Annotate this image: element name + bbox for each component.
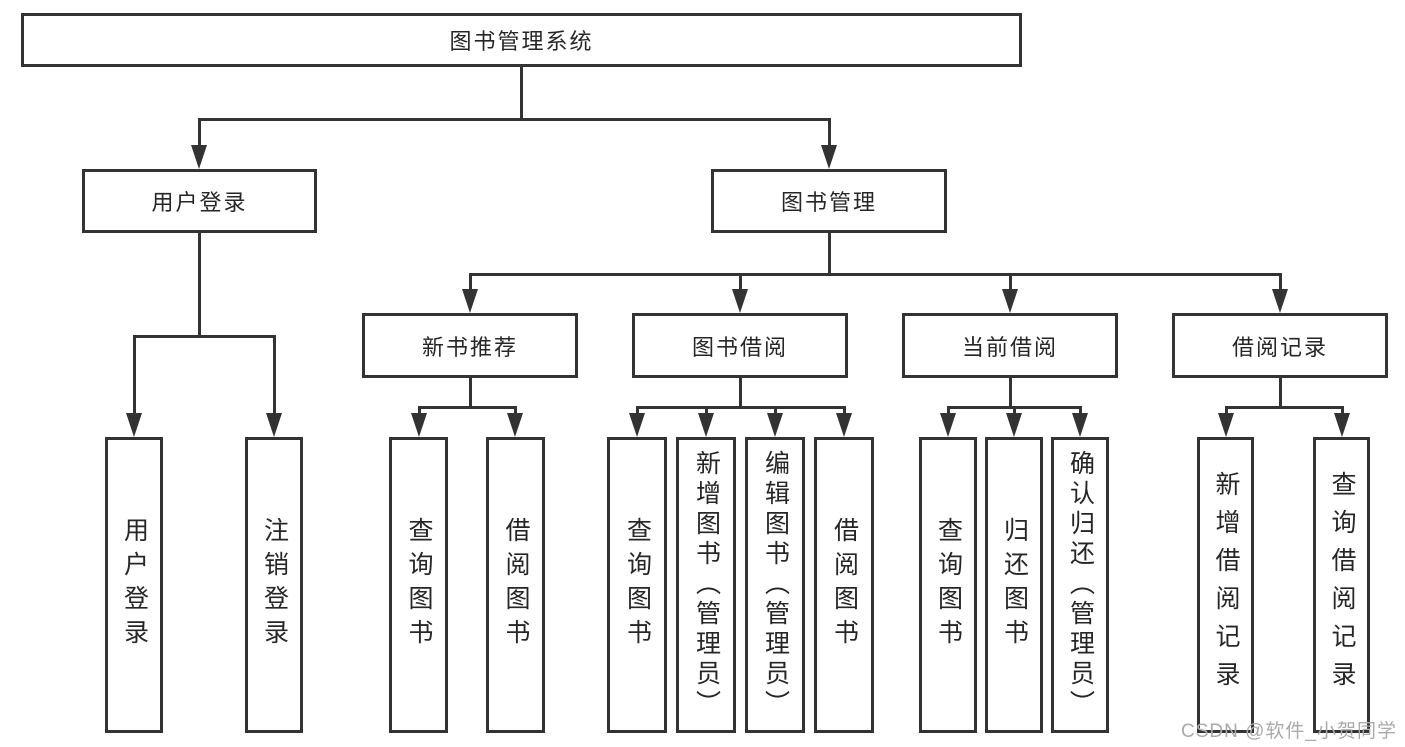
arrow-down-icon [266,413,282,437]
connector-line [133,335,276,338]
leaf-label: 借阅图书 [830,517,859,653]
connector-line [1009,378,1012,406]
arrow-down-icon [767,413,783,437]
leaf-label: 查询图书 [623,517,652,653]
node-user-login: 用户登录 [82,169,317,233]
connector-line [469,378,472,406]
connector-line [636,406,639,415]
leaf-query-book-borrowing: 查询图书 [607,437,667,733]
connector-line [705,406,708,415]
watermark: CSDN @软件_小贺同学 [1181,721,1397,742]
connector-line [418,406,421,415]
leaf-logout: 注销登录 [245,437,303,733]
connector-line [1009,273,1012,291]
leaf-query-borrow-record: 查询借阅记录 [1313,437,1370,733]
leaf-return-book: 归还图书 [985,437,1043,733]
connector-line [1079,406,1082,415]
leaf-add-borrow-record: 新增借阅记录 [1197,437,1254,733]
arrow-down-icon [940,413,956,437]
connector-line [739,273,742,291]
arrow-down-icon [821,145,837,169]
connector-line [1279,378,1282,406]
node-current-borrowing: 当前借阅 [902,313,1118,378]
leaf-edit-book-admin: 编辑图书（管理员） [745,437,805,733]
connector-line [198,233,201,335]
connector-line [739,378,742,406]
arrow-down-icon [1218,413,1234,437]
arrow-down-icon [836,413,852,437]
leaf-label: 确认归还（管理员） [1066,450,1095,720]
connector-line [198,118,201,146]
leaf-add-book-admin: 新增图书（管理员） [676,437,736,733]
node-label: 借阅记录 [1231,334,1328,360]
node-borrowing-records: 借阅记录 [1172,313,1388,378]
leaf-label: 查询图书 [405,517,433,653]
leaf-label: 新增借阅记录 [1212,471,1240,699]
arrow-down-icon [732,289,748,313]
arrow-down-icon [411,413,427,437]
node-library-management-system: 图书管理系统 [21,13,1022,67]
connector-line [828,233,831,273]
arrow-down-icon [1002,289,1018,313]
connector-line [133,335,136,415]
connector-line [1279,273,1282,291]
connector-line [636,406,846,409]
connector-line [198,118,831,121]
leaf-query-book-current: 查询图书 [919,437,977,733]
node-label: 图书管理系统 [449,29,594,54]
arrow-down-icon [191,145,207,169]
connector-line [418,406,517,409]
node-label: 当前借阅 [961,334,1058,360]
node-label: 图书管理 [780,190,877,215]
arrow-down-icon [507,413,523,437]
connector-line [774,406,777,415]
leaf-label: 新增图书（管理员） [692,450,721,720]
connector-line [947,406,950,415]
arrow-down-icon [698,413,714,437]
leaf-borrow-book-recommend: 借阅图书 [486,437,545,733]
arrow-down-icon [1006,413,1022,437]
connector-line [843,406,846,415]
connector-line [520,67,523,118]
arrow-down-icon [126,413,142,437]
leaf-label: 查询借阅记录 [1328,471,1356,699]
connector-line [1225,406,1344,409]
leaf-borrow-book: 借阅图书 [814,437,874,733]
connector-line [469,273,472,291]
leaf-confirm-return-admin: 确认归还（管理员） [1051,437,1109,733]
leaf-user-login: 用户登录 [105,437,163,733]
arrow-down-icon [1272,289,1288,313]
leaf-label: 用户登录 [120,517,149,653]
node-label: 用户登录 [151,190,248,215]
leaf-label: 查询图书 [934,517,963,653]
node-label: 图书借阅 [691,334,788,360]
connector-line [514,406,517,415]
connector-line [1013,406,1016,415]
connector-line [1341,406,1344,415]
node-label: 新书推荐 [421,334,518,360]
leaf-label: 编辑图书（管理员） [761,450,790,720]
connector-line [1225,406,1228,415]
arrow-down-icon [629,413,645,437]
node-book-borrowing: 图书借阅 [632,313,848,378]
connector-line [828,118,831,146]
node-book-management: 图书管理 [711,169,947,233]
arrow-down-icon [1334,413,1350,437]
leaf-label: 归还图书 [1000,517,1029,653]
node-new-book-recommend: 新书推荐 [362,313,578,378]
connector-line [273,335,276,415]
arrow-down-icon [462,289,478,313]
arrow-down-icon [1072,413,1088,437]
connector-line [469,273,1282,276]
leaf-label: 借阅图书 [502,517,530,653]
leaf-label: 注销登录 [260,517,289,653]
leaf-query-book-recommend: 查询图书 [389,437,448,733]
